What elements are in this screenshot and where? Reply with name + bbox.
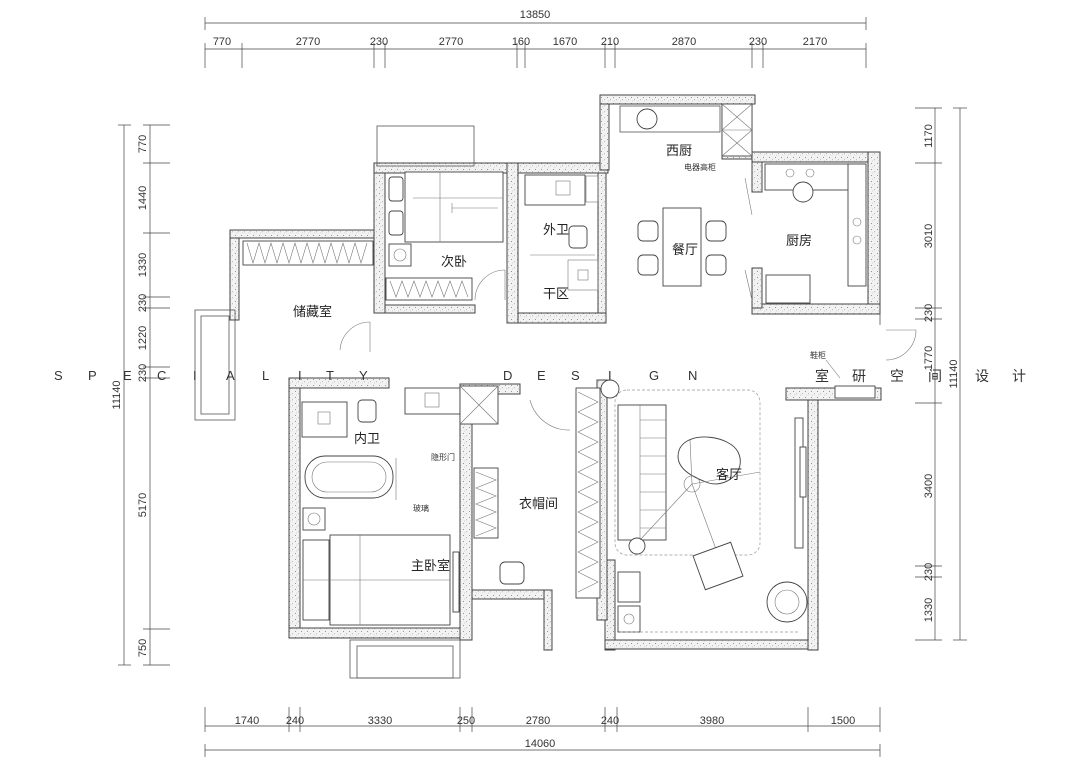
watermark-letter-14: I xyxy=(608,368,612,383)
cloakroom: 衣帽间 xyxy=(473,387,601,599)
outline xyxy=(194,105,881,679)
top-dimension-chain: 13850 770 2770 230 2770 160 1670 210 287… xyxy=(204,9,867,68)
watermark-char-1: 室 xyxy=(815,368,829,385)
watermark-letter-16: N xyxy=(688,368,697,383)
watermark-char-5: 设 xyxy=(975,369,989,385)
glass-note: 玻璃 xyxy=(413,503,429,513)
left-dim-6: 230 xyxy=(137,364,149,382)
watermark-letter-1: S xyxy=(54,368,63,383)
watermark-char-4: 间 xyxy=(928,369,942,385)
left-dim-3: 1330 xyxy=(137,253,149,277)
right-dim-3: 230 xyxy=(923,304,935,322)
outer-bath: 外卫 干区 xyxy=(524,174,599,302)
watermark-letter-11: D xyxy=(503,368,512,383)
storage-room: 储藏室 xyxy=(242,240,374,352)
watermark-letter-10: Y xyxy=(359,368,368,383)
watermark: S P E C I A L I T Y D E S I G N 室 研 空 间 … xyxy=(54,368,1026,385)
watermark-char-6: 计 xyxy=(1012,369,1026,385)
watermark-letter-6: A xyxy=(226,368,235,383)
dry-area-label: 干区 xyxy=(543,287,569,302)
bottom-dim-3: 3330 xyxy=(368,715,392,727)
watermark-char-3: 空 xyxy=(890,369,904,385)
top-total-dimension: 13850 xyxy=(520,9,551,21)
living-room: 客厅 xyxy=(600,379,808,633)
bottom-dim-6: 240 xyxy=(601,715,619,727)
master-bedroom: 主卧室 xyxy=(302,507,460,626)
right-dim-5: 3400 xyxy=(923,474,935,498)
second-bedroom-label: 次卧 xyxy=(441,254,467,270)
inner-bath-label: 内卫 xyxy=(354,431,380,447)
storage-room-label: 储藏室 xyxy=(293,304,332,320)
shoe-cabinet-note: 鞋柜 xyxy=(810,350,826,360)
top-dim-9: 230 xyxy=(749,36,767,48)
watermark-letter-5: I xyxy=(193,368,197,383)
western-kitchen-label: 西厨 xyxy=(666,144,692,159)
left-dim-2: 1440 xyxy=(137,186,149,210)
bottom-dim-7: 3980 xyxy=(700,715,724,727)
kitchen: 厨房 xyxy=(744,163,867,304)
left-total-dimension: 11140 xyxy=(111,381,123,410)
bottom-total-dimension: 14060 xyxy=(525,738,556,750)
bottom-dim-5: 2780 xyxy=(526,715,550,727)
watermark-letter-7: L xyxy=(262,368,269,383)
right-dim-1: 1170 xyxy=(923,124,935,148)
watermark-letter-4: C xyxy=(157,368,166,383)
second-bedroom: 次卧 xyxy=(385,171,506,301)
living-room-label: 客厅 xyxy=(716,467,742,483)
outer-bath-label: 外卫 xyxy=(543,223,569,238)
top-dim-5: 160 xyxy=(512,36,530,48)
watermark-letter-2: P xyxy=(88,368,97,383)
top-dim-4: 2770 xyxy=(439,36,463,48)
top-dim-10: 2170 xyxy=(803,36,827,48)
watermark-letter-12: E xyxy=(537,368,546,383)
right-dim-2: 3010 xyxy=(923,224,935,248)
bottom-dim-4: 250 xyxy=(457,715,475,727)
master-bedroom-label: 主卧室 xyxy=(411,558,450,574)
bottom-dim-8: 1500 xyxy=(831,715,855,727)
top-dim-8: 2870 xyxy=(672,36,696,48)
kitchen-label: 厨房 xyxy=(786,233,812,249)
top-dim-3: 230 xyxy=(370,36,388,48)
bottom-dimension-chain: 1740 240 3330 250 2780 240 3980 1500 140… xyxy=(204,707,881,757)
left-dim-8: 750 xyxy=(137,639,149,657)
inner-bath: 内卫 玻璃 隐形门 xyxy=(301,385,499,513)
right-dim-4: 1770 xyxy=(923,346,935,370)
right-dim-7: 1330 xyxy=(923,598,935,622)
watermark-char-2: 研 xyxy=(852,369,866,385)
dining-label: 餐厅 xyxy=(672,242,698,258)
watermark-letter-15: G xyxy=(649,368,659,383)
right-dim-6: 230 xyxy=(923,563,935,581)
left-dimension-chain: 11140 770 1440 1330 230 1220 230 5170 75… xyxy=(111,124,170,666)
left-dim-1: 770 xyxy=(137,135,149,153)
appliance-cabinet-note: 电器高柜 xyxy=(684,162,716,172)
left-dim-7: 5170 xyxy=(137,493,149,517)
watermark-letter-9: T xyxy=(326,368,334,383)
top-dim-2: 2770 xyxy=(296,36,320,48)
hidden-door-note: 隐形门 xyxy=(431,452,455,462)
right-total-dimension: 11140 xyxy=(948,360,960,389)
walls xyxy=(229,94,882,651)
right-dimension-chain: 1170 3010 230 1770 3400 230 1330 11140 xyxy=(915,107,967,641)
cloakroom-label: 衣帽间 xyxy=(519,496,558,512)
watermark-letter-8: I xyxy=(298,368,302,383)
watermark-letter-13: S xyxy=(571,368,580,383)
bottom-dim-1: 1740 xyxy=(235,715,259,727)
western-kitchen: 西厨 电器高柜 餐厅 xyxy=(636,103,753,287)
left-dim-4: 230 xyxy=(137,294,149,312)
top-dim-7: 210 xyxy=(601,36,619,48)
top-dim-6: 1670 xyxy=(553,36,577,48)
left-dim-5: 1220 xyxy=(137,326,149,350)
watermark-letter-3: E xyxy=(123,368,132,383)
entrance: 鞋柜 xyxy=(810,329,917,399)
top-dim-1: 770 xyxy=(213,36,231,48)
bottom-dim-2: 240 xyxy=(286,715,304,727)
